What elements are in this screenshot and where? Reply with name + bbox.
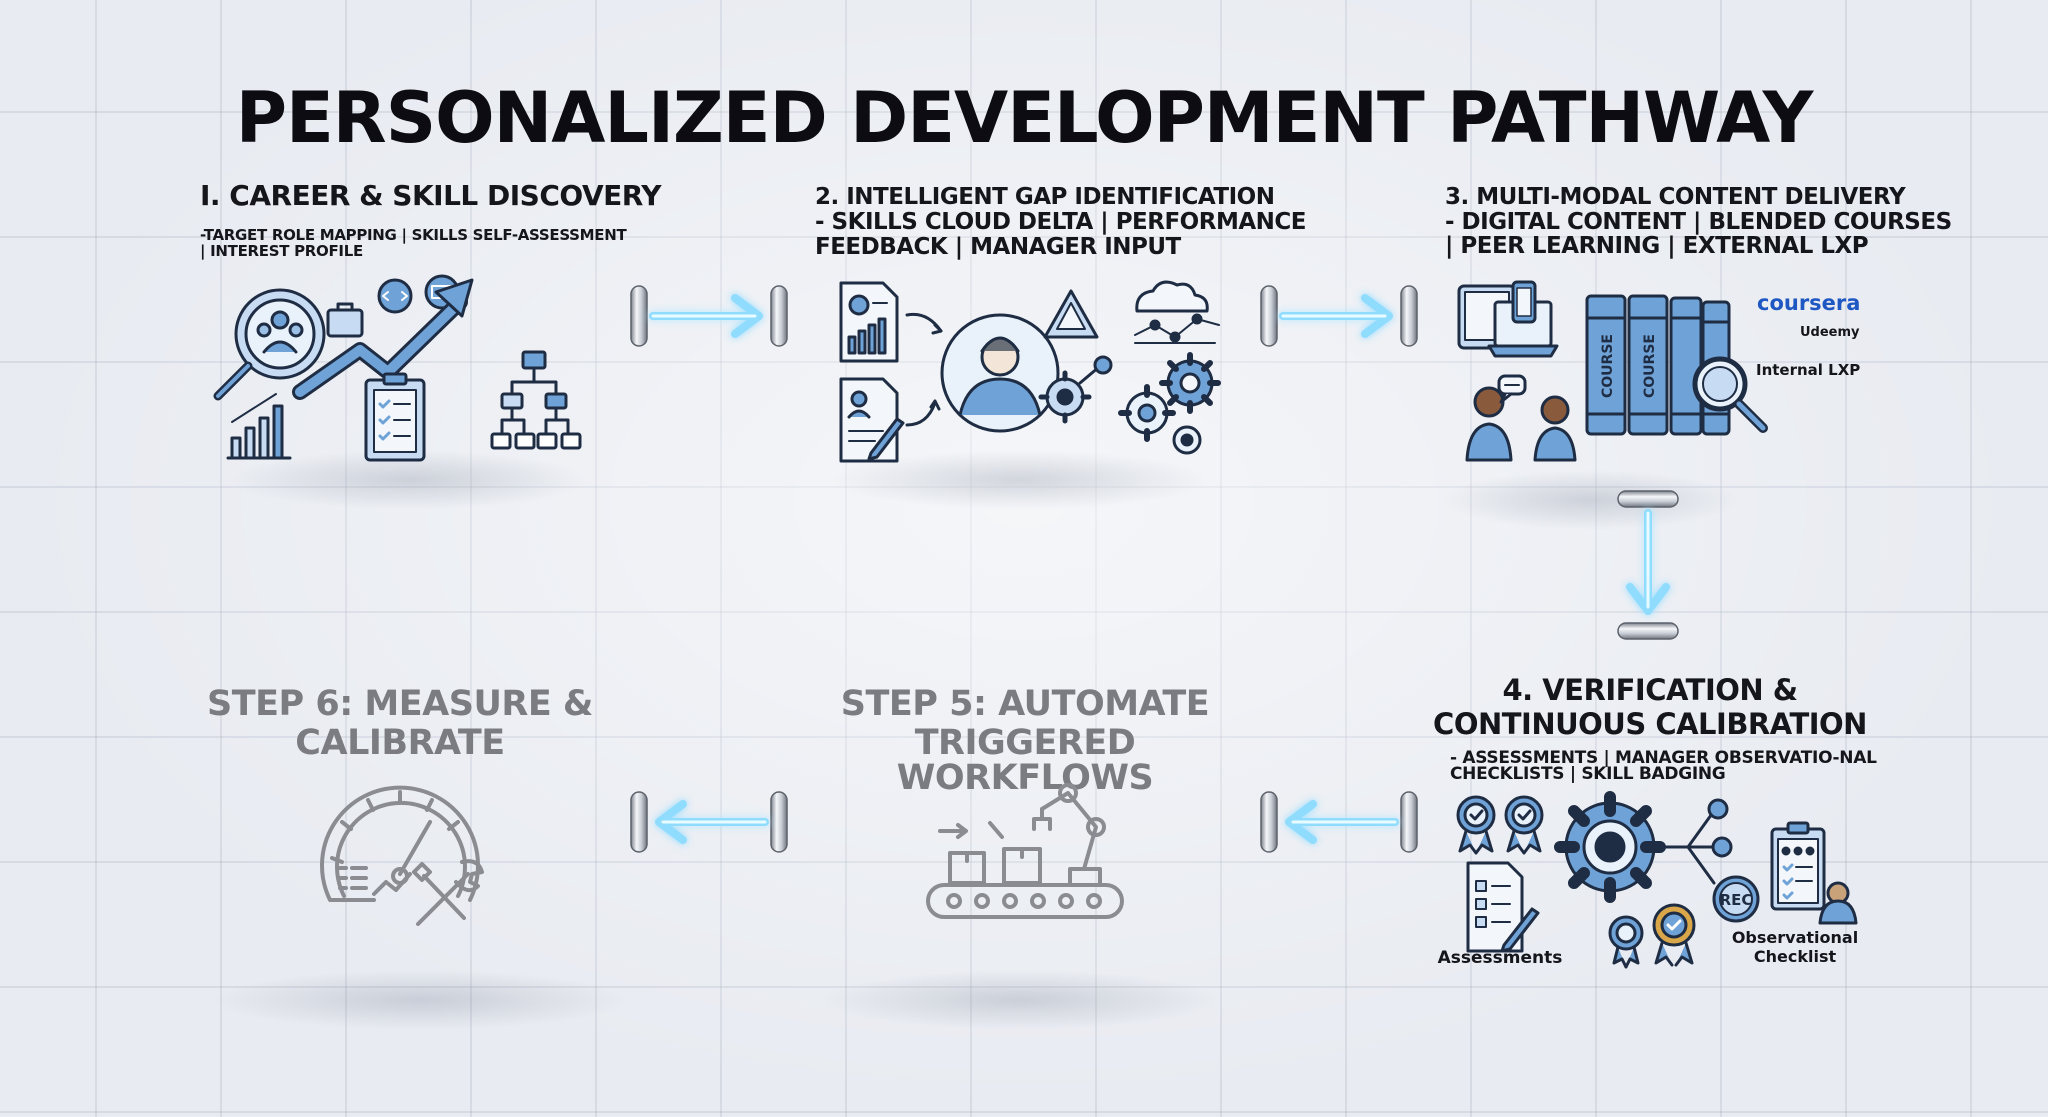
connector-endcap-left [1260, 791, 1278, 853]
warning-triangle-icon [1043, 289, 1099, 339]
step-6-illustration [308, 778, 498, 938]
connector-step2-to-step3 [1260, 285, 1418, 347]
step-6-shadow [210, 970, 630, 1030]
caption-assessments: Assessments [1437, 948, 1563, 968]
caption-observational-line2: Checklist [1753, 947, 1837, 966]
arrow-right-icon [1279, 294, 1393, 338]
gears-icon [1118, 352, 1221, 455]
award-badge-icon [1456, 795, 1696, 969]
growth-arrow-icon [292, 278, 474, 400]
step-5-illustration [920, 775, 1130, 925]
step-5-heading-line2: TRIGGERED WORKFLOWS [896, 723, 1154, 798]
book-spine-label-2: COURSE [1642, 334, 1658, 398]
connector-endcap-top [1617, 490, 1679, 508]
conveyor-robot-arm-icon [926, 783, 1124, 919]
step-3-heading-line3: | PEER LEARNING | EXTERNAL LXP [1445, 233, 1869, 259]
step-3-heading-line2: - DIGITAL CONTENT | BLENDED COURSES [1445, 209, 1952, 235]
org-chart-icon [490, 350, 582, 450]
step-5-heading-line1: STEP 5: AUTOMATE [840, 684, 1210, 724]
brand-udeemy: Udeemy [1800, 325, 1860, 340]
brand-internal-lxp: Internal LXP [1756, 361, 1861, 379]
observation-clipboard-icon [1770, 821, 1858, 925]
connector-step1-to-step2 [630, 285, 788, 347]
step-5-shadow [820, 970, 1220, 1030]
connector-endcap-right [1400, 791, 1418, 853]
connector-endcap-right [770, 791, 788, 853]
connector-endcap-left [630, 791, 648, 853]
step-1-detail-line2: | INTEREST PROFILE [200, 242, 363, 260]
gear-hub-icon [1554, 791, 1733, 903]
step-2-illustration [835, 275, 1235, 470]
gauge-wrench-icon [320, 785, 484, 926]
step-3-illustration: COURSE COURSE [1455, 280, 1775, 465]
step-6-heading-line1: STEP 6: MEASURE & [207, 684, 593, 724]
caption-observational-line1: Observational [1731, 928, 1859, 947]
connector-endcap-right [770, 285, 788, 347]
devices-icon [1457, 280, 1559, 358]
connector-endcap-bottom [1617, 622, 1679, 640]
brand-coursera: coursera [1757, 291, 1861, 315]
connector-step4-to-step5 [1260, 791, 1418, 853]
book-spine-label-1: COURSE [1600, 334, 1616, 398]
step-3-heading-line1: 3. MULTI-MODAL CONTENT DELIVERY [1445, 184, 1906, 210]
step-4-detail-line2: CHECKLISTS | SKILL BADGING [1450, 764, 1726, 784]
bar-chart-icon [226, 393, 292, 460]
step-1-heading: I. CAREER & SKILL DISCOVERY [200, 179, 662, 212]
step-6-heading-line2: CALIBRATE [295, 723, 505, 763]
step-2-heading-line1: 2. INTELLIGENT GAP IDENTIFICATION [815, 184, 1275, 210]
step-2-heading-line2: - SKILLS CLOUD DELTA | PERFORMANCE [815, 209, 1306, 235]
step-1-illustration [210, 272, 610, 472]
step-3-shadow [1440, 470, 1740, 530]
step-2-heading-line3: FEEDBACK | MANAGER INPUT [815, 234, 1181, 260]
peer-learning-icon [1465, 374, 1577, 462]
rec-label: REC [1720, 891, 1753, 909]
cloud-network-icon [1134, 280, 1220, 344]
step-4-heading-line1: 4. VERIFICATION & [1502, 673, 1798, 707]
page-title: PERSONALIZED DEVELOPMENT PATHWAY [235, 76, 1814, 159]
arrow-right-icon [649, 294, 763, 338]
magnifier-people-icon [213, 288, 326, 401]
magnifier-icon [1692, 356, 1768, 433]
connector-step5-to-step6 [630, 791, 788, 853]
clipboard-checklist-icon [364, 372, 426, 462]
step-4-heading-line2: CONTINUOUS CALIBRATION [1433, 707, 1867, 741]
profile-document-icon [839, 377, 905, 463]
step-4-detail-line1: - ASSESSMENTS | MANAGER OBSERVATIO-NAL [1450, 748, 1877, 768]
connector-step3-to-step4 [1617, 490, 1679, 640]
arrow-left-icon [1285, 800, 1399, 844]
step-1-detail-line1: -TARGET ROLE MAPPING | SKILLS SELF-ASSES… [200, 226, 627, 244]
person-gap-icon [940, 313, 1113, 433]
step-4-illustration: REC [1450, 785, 1860, 970]
connector-endcap-left [630, 285, 648, 347]
connector-endcap-right [1400, 285, 1418, 347]
report-document-icon [839, 281, 899, 363]
arrow-left-icon [655, 800, 769, 844]
briefcase-icon [326, 302, 364, 338]
assessment-doc-icon [1466, 861, 1540, 953]
arrow-down-icon [1626, 509, 1670, 615]
connector-endcap-left [1260, 285, 1278, 347]
rec-badge-icon: REC [1712, 875, 1760, 923]
